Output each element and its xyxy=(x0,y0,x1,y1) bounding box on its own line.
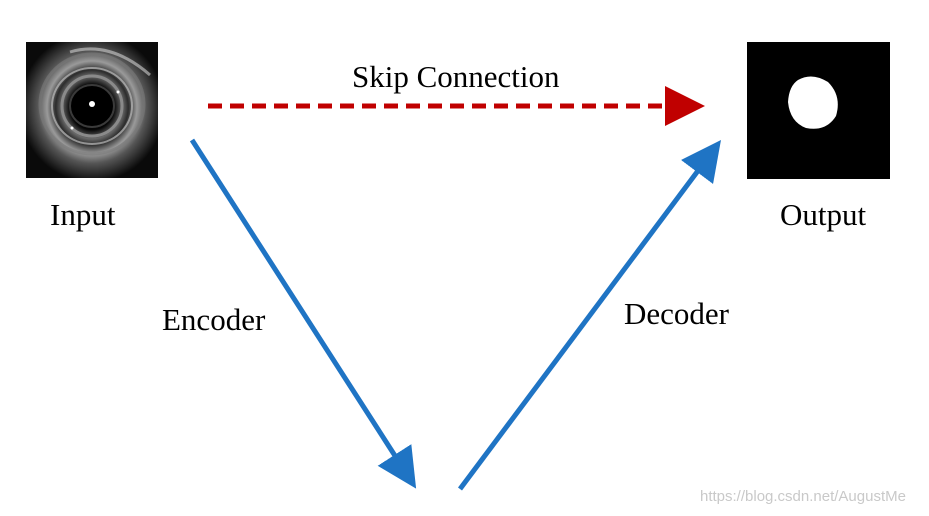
encoder-arrow xyxy=(189,138,417,489)
skip-connection-label: Skip Connection xyxy=(352,59,560,94)
watermark-text: https://blog.csdn.net/AugustMe xyxy=(700,488,906,505)
decoder-label: Decoder xyxy=(624,296,729,331)
output-label: Output xyxy=(780,197,867,232)
input-image xyxy=(26,42,158,178)
input-label: Input xyxy=(50,197,116,232)
output-mask-image xyxy=(747,42,890,179)
encoder-label: Encoder xyxy=(162,302,266,337)
decoder-arrow xyxy=(457,139,721,491)
